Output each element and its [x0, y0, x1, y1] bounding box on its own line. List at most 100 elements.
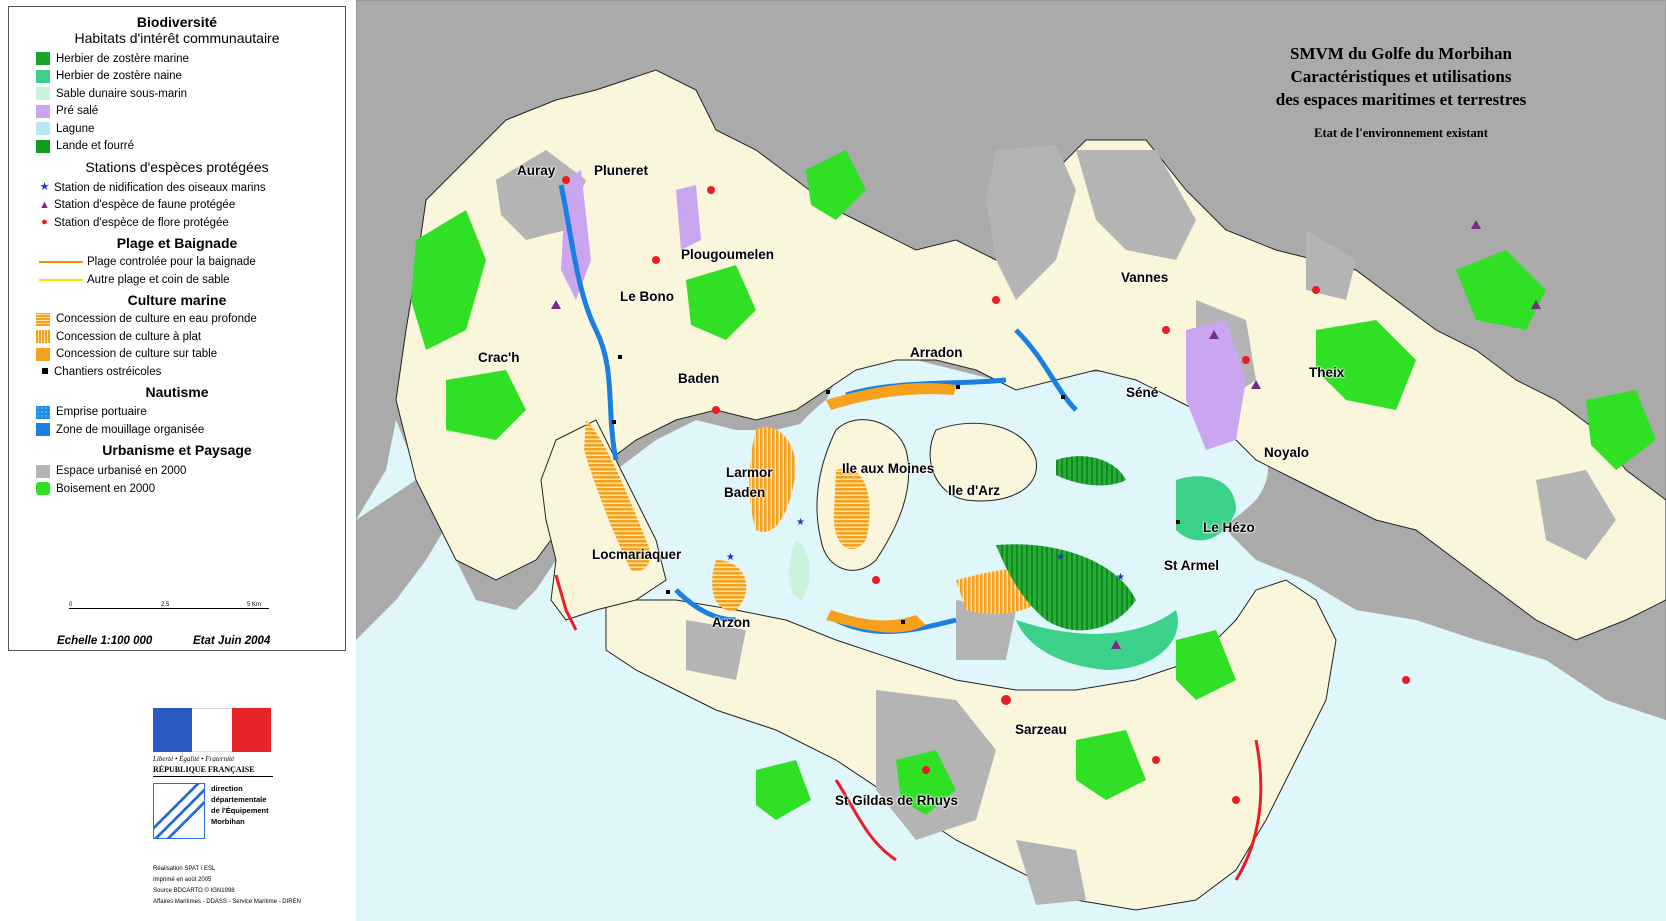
place-label-auray: Auray [517, 163, 556, 178]
legend-swatch [36, 330, 50, 344]
legend-item-habitat: Herbier de zostère marine [36, 50, 345, 68]
legend-nautisme-list: Emprise portuaire Zone de mouillage orga… [36, 404, 345, 439]
place-label-arzon: Arzon [712, 615, 751, 630]
legend-section-stations: Stations d'espèces protégées [85, 159, 269, 175]
mainland-north [395, 69, 1666, 641]
legend-item-plage: Plage controlée pour la baignade [39, 254, 345, 272]
date-text: Etat Juin 2004 [193, 635, 271, 647]
station-markers: ★ ★ ★ ★ [551, 176, 1541, 804]
legend-item-culture: Concession de culture à plat [36, 328, 345, 346]
legend-item-chantiers: Chantiers ostréicoles [39, 363, 345, 381]
triangle-icon: ▲ [39, 198, 50, 211]
legend-item-habitat: Pré salé [36, 103, 345, 121]
legend-section-biodiversite: Biodiversité [136, 14, 218, 30]
legend-swatch [36, 312, 50, 326]
place-label-sarzeau: Sarzeau [1015, 722, 1067, 737]
dot-icon: ● [41, 216, 48, 229]
place-label-crach: Crac'h [478, 350, 520, 365]
place-label-st-armel: St Armel [1164, 558, 1220, 573]
svg-text:★: ★ [796, 517, 805, 528]
legend-swatch [36, 423, 50, 437]
legend-stations-list: ★Station de nidification des oiseaux mar… [39, 179, 345, 232]
dde-icon [153, 783, 205, 839]
svg-text:★: ★ [726, 552, 735, 563]
scale-tick: 5 Km [247, 602, 262, 608]
legend-urbanisme-list: Espace urbanisé en 2000 Boisement en 200… [36, 463, 345, 498]
place-label-sene: Séné [1126, 385, 1159, 400]
legend-swatch [36, 464, 50, 478]
legend-section-habitats: Habitats d'intérêt communautaire [74, 30, 280, 46]
woodland-areas [411, 150, 1656, 820]
place-label-locmariaquer: Locmariaquer [592, 547, 682, 562]
legend-item-station: ▲Station d'espèce de faune protégée [39, 198, 236, 212]
place-label-ile-d-arz: Ile d'Arz [948, 483, 1000, 498]
place-label-vannes: Vannes [1121, 270, 1169, 285]
credits-block: Réalisation SPAT \ ESL Imprimé en août 2… [153, 866, 301, 905]
place-label-ile-aux-moines: Ile aux Moines [842, 461, 935, 476]
oyster-concessions [584, 383, 1236, 670]
star-icon: ★ [39, 181, 50, 194]
legend-item-urbanisme: Boisement en 2000 [36, 480, 345, 498]
red-coast [554, 574, 1263, 881]
scale-tick: 0 [69, 602, 73, 608]
legend-item-station: ●Station d'espèce de flore protégée [39, 214, 345, 232]
legend-plages-list: Plage controlée pour la baignade Autre p… [39, 254, 345, 289]
legend-item-habitat: Herbier de zostère naine [36, 68, 345, 86]
map-title: SMVM du Golfe du Morbihan Caractéristiqu… [1275, 44, 1527, 109]
legend-item-station: ★Station de nidification des oiseaux mar… [39, 181, 266, 194]
place-label-larmor-baden: Baden [724, 485, 766, 500]
legend-cultures-list: Concession de culture en eau profonde Co… [36, 311, 345, 364]
place-label-baden: Baden [678, 371, 720, 386]
legend-swatch [36, 347, 50, 361]
legend-swatch [36, 87, 50, 101]
legend-item-urbanisme: Espace urbanisé en 2000 [36, 463, 345, 481]
place-label-arradon: Arradon [910, 345, 963, 360]
legend-swatch [36, 104, 50, 118]
place-label-le-bono: Le Bono [620, 289, 674, 304]
map-subtitle: Etat de l'environnement existant [1314, 126, 1488, 140]
map-canvas: ★ ★ ★ ★ [356, 0, 1666, 921]
legend-swatch [36, 69, 50, 83]
legend-item-habitat: Sable dunaire sous-marin [36, 85, 345, 103]
scale-text: Echelle 1:100 000 [57, 635, 153, 647]
place-label-plougoumelen: Plougoumelen [681, 247, 775, 262]
legend-section-culture: Culture marine [127, 291, 227, 308]
place-label-le-hezo: Le Hézo [1203, 520, 1255, 535]
flag-logo [153, 708, 271, 752]
place-label-noyalo: Noyalo [1264, 445, 1310, 460]
place-label-st-gildas-de-rhuys: St Gildas de Rhuys [835, 793, 959, 808]
scale-tick: 2.5 [161, 602, 170, 608]
legend-habitats-list: Herbier de zostère marine Herbier de zos… [36, 50, 345, 155]
legend-item-nautisme: Emprise portuaire [36, 404, 345, 422]
legend-item-culture: Concession de culture en eau profonde [36, 311, 345, 329]
legend-section-nautisme: Nautisme [145, 383, 209, 400]
svg-text:★: ★ [1116, 572, 1125, 583]
salt-meadows [561, 170, 1246, 450]
legend-item-plage: Autre plage et coin de sable [39, 271, 345, 289]
legend-swatch [36, 405, 50, 419]
legend-item-habitat: Lande et fourré [36, 138, 345, 156]
legend-section-urbanisme: Urbanisme et Paysage [102, 441, 252, 458]
map-legend: Biodiversité Habitats d'intérêt communau… [8, 6, 346, 651]
place-label-theix: Theix [1309, 365, 1345, 380]
scale-bar: 0 2.5 5 Km [69, 602, 269, 609]
legend-swatch [36, 139, 50, 153]
legend-item-culture: Concession de culture sur table [36, 346, 345, 364]
legend-item-nautisme: Zone de mouillage organisée [36, 421, 345, 439]
legend-swatch [36, 482, 50, 496]
map-panel: ★ ★ ★ ★ SMVM du Golfe du Morbihan Caract… [356, 0, 1666, 921]
place-label-pluneret: Pluneret [594, 163, 649, 178]
dde-logo: direction départementale de l'Équipement… [153, 783, 273, 839]
legend-line [39, 261, 83, 264]
svg-text:★: ★ [1056, 552, 1065, 563]
legend-line [39, 278, 83, 281]
place-label-larmor: Larmor [726, 465, 773, 480]
motto-text: Liberté • Égalité • Fraternité [153, 755, 235, 763]
republic-text: RÉPUBLIQUE FRANÇAISE [153, 765, 273, 777]
ile-d-arz [929, 422, 1037, 502]
legend-section-plage: Plage et Baignade [116, 234, 238, 251]
square-icon [39, 366, 50, 377]
legend-swatch [36, 52, 50, 66]
republique-francaise-logo: Liberté • Égalité • Fraternité RÉPUBLIQU… [153, 708, 273, 839]
legend-item-habitat: Lagune [36, 120, 345, 138]
